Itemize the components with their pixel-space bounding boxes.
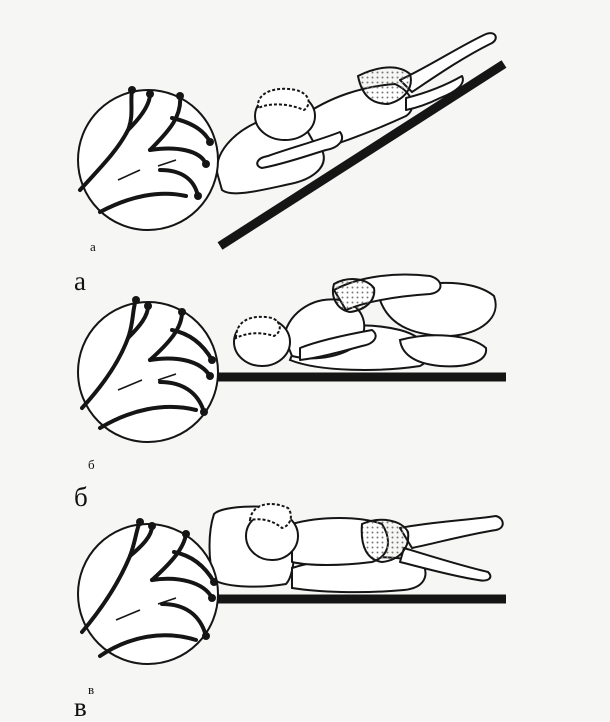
panel-b-small-label: б xyxy=(88,458,95,471)
panel-a xyxy=(78,33,504,246)
panel-c-small-label: в xyxy=(88,683,94,696)
panel-b xyxy=(78,275,506,442)
panel-a-small-label: а xyxy=(90,240,96,253)
panel-a-label: а xyxy=(74,268,86,295)
bronchial-tree-inset-b xyxy=(78,296,218,442)
shorts-b xyxy=(333,279,374,312)
bronchial-tree-inset-c xyxy=(78,518,218,664)
panel-c-label: в xyxy=(74,694,87,721)
panel-b-label: б xyxy=(74,484,88,511)
bronchial-tree-inset-a xyxy=(78,86,218,230)
panel-c xyxy=(78,504,506,664)
